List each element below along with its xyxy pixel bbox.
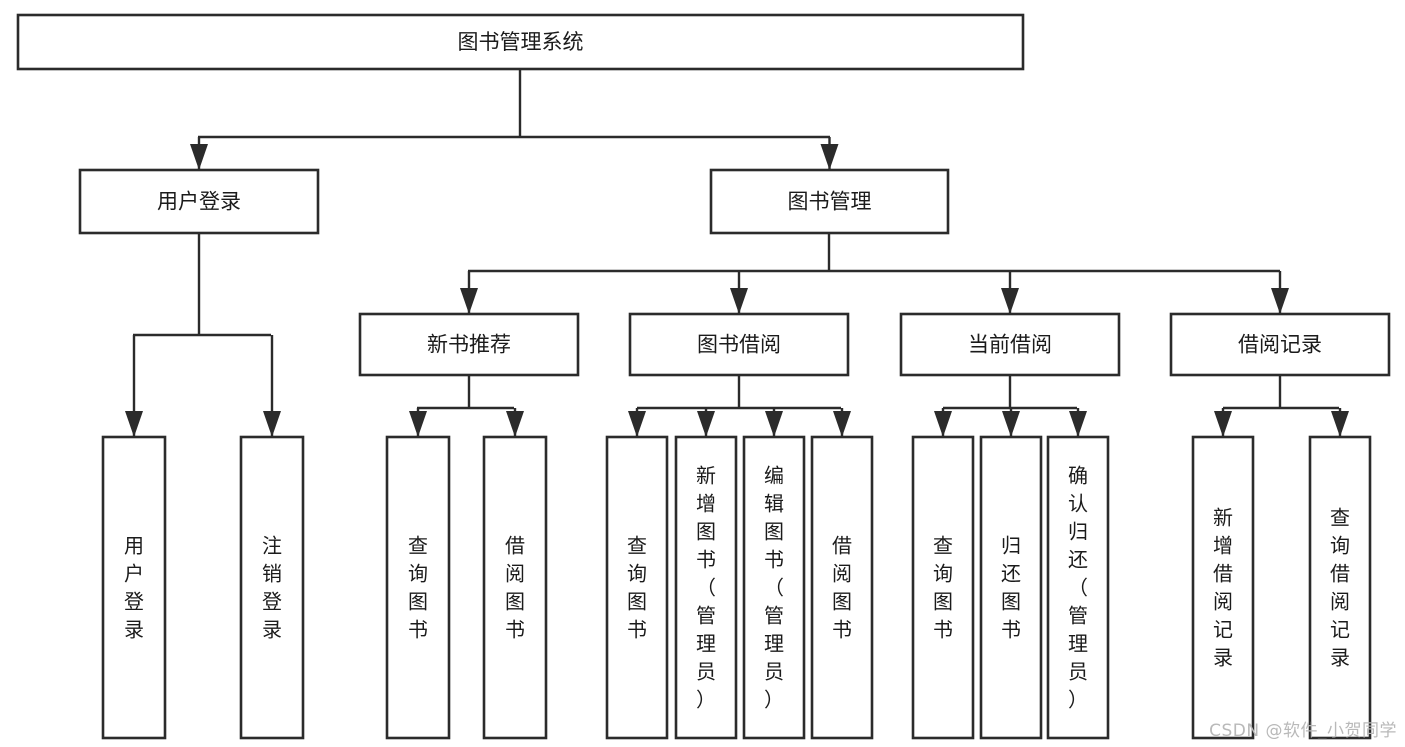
- node-label: 新增借阅记录: [1213, 505, 1233, 669]
- node-leaf-query-book-borrow[interactable]: 查询图书: [605, 435, 669, 740]
- node-box[interactable]: [742, 435, 806, 740]
- arrow-head-icon: [1002, 411, 1020, 437]
- arrow-head-icon: [506, 411, 524, 437]
- node-box[interactable]: [674, 435, 738, 740]
- node-label: 图书管理: [788, 190, 872, 214]
- arrow-head-icon: [833, 411, 851, 437]
- node-label: 确认归还（管理员）: [1068, 463, 1088, 711]
- node-label: 用户登录: [157, 190, 241, 214]
- node-box[interactable]: [239, 435, 305, 740]
- node-book-borrow[interactable]: 图书借阅: [628, 312, 850, 377]
- node-label: 归还图书: [1001, 533, 1021, 641]
- arrow-head-icon: [1214, 411, 1232, 437]
- node-label: 查询图书: [408, 533, 428, 641]
- node-box[interactable]: [605, 435, 669, 740]
- node-root[interactable]: 图书管理系统: [16, 13, 1025, 71]
- node-layer: 图书管理系统用户登录图书管理新书推荐图书借阅当前借阅借阅记录用户登录注销登录查询…: [16, 13, 1391, 740]
- node-box[interactable]: [78, 168, 320, 235]
- node-label: 借阅图书: [832, 533, 852, 641]
- node-leaf-edit-book-admin[interactable]: 编辑图书（管理员）: [742, 435, 806, 740]
- node-box[interactable]: [385, 435, 451, 740]
- node-leaf-query-book-recommend[interactable]: 查询图书: [385, 435, 451, 740]
- node-box[interactable]: [101, 435, 167, 740]
- node-box[interactable]: [16, 13, 1025, 71]
- connector-layer: [125, 69, 1349, 437]
- arrow-head-icon: [190, 144, 208, 170]
- arrow-head-icon: [628, 411, 646, 437]
- node-box[interactable]: [1191, 435, 1255, 740]
- node-label: 编辑图书（管理员）: [764, 463, 784, 711]
- node-label: 新书推荐: [427, 333, 511, 357]
- node-borrow-record[interactable]: 借阅记录: [1169, 312, 1391, 377]
- node-user-login[interactable]: 用户登录: [78, 168, 320, 235]
- node-book-management[interactable]: 图书管理: [709, 168, 950, 235]
- node-leaf-query-book-current[interactable]: 查询图书: [911, 435, 975, 740]
- node-label: 查询图书: [933, 533, 953, 641]
- node-new-book-recommend[interactable]: 新书推荐: [358, 312, 580, 377]
- arrow-head-icon: [1001, 288, 1019, 314]
- arrow-head-icon: [730, 288, 748, 314]
- node-label: 当前借阅: [968, 333, 1052, 357]
- arrow-head-icon: [934, 411, 952, 437]
- node-label: 图书管理系统: [458, 30, 584, 54]
- node-label: 用户登录: [124, 533, 144, 641]
- node-label: 新增图书（管理员）: [696, 463, 716, 711]
- node-leaf-return-book[interactable]: 归还图书: [979, 435, 1043, 740]
- node-box[interactable]: [1308, 435, 1372, 740]
- arrow-head-icon: [1331, 411, 1349, 437]
- arrow-head-icon: [460, 288, 478, 314]
- node-leaf-logout-login[interactable]: 注销登录: [239, 435, 305, 740]
- node-box[interactable]: [1169, 312, 1391, 377]
- node-leaf-borrow-book[interactable]: 借阅图书: [810, 435, 874, 740]
- node-label: 查询借阅记录: [1330, 505, 1350, 669]
- node-box[interactable]: [899, 312, 1121, 377]
- arrow-head-icon: [409, 411, 427, 437]
- node-label: 查询图书: [627, 533, 647, 641]
- node-leaf-borrow-book-recommend[interactable]: 借阅图书: [482, 435, 548, 740]
- node-leaf-query-borrow-record[interactable]: 查询借阅记录: [1308, 435, 1372, 740]
- arrow-head-icon: [1271, 288, 1289, 314]
- node-box[interactable]: [628, 312, 850, 377]
- node-box[interactable]: [1046, 435, 1110, 740]
- node-box[interactable]: [979, 435, 1043, 740]
- node-box[interactable]: [358, 312, 580, 377]
- node-box[interactable]: [709, 168, 950, 235]
- node-leaf-confirm-return-admin[interactable]: 确认归还（管理员）: [1046, 435, 1110, 740]
- node-leaf-add-borrow-record[interactable]: 新增借阅记录: [1191, 435, 1255, 740]
- arrow-head-icon: [125, 411, 143, 437]
- node-box[interactable]: [911, 435, 975, 740]
- node-label: 借阅图书: [505, 533, 525, 641]
- arrow-head-icon: [820, 144, 839, 170]
- node-box[interactable]: [810, 435, 874, 740]
- node-label: 图书借阅: [697, 333, 781, 357]
- watermark-text: CSDN @软件_小贺同学: [1209, 721, 1397, 741]
- node-label: 借阅记录: [1238, 333, 1322, 357]
- node-leaf-user-login[interactable]: 用户登录: [101, 435, 167, 740]
- node-label: 注销登录: [262, 533, 282, 641]
- arrow-head-icon: [765, 411, 783, 437]
- node-box[interactable]: [482, 435, 548, 740]
- arrow-head-icon: [1069, 411, 1087, 437]
- node-leaf-add-book-admin[interactable]: 新增图书（管理员）: [674, 435, 738, 740]
- arrow-head-icon: [263, 411, 281, 437]
- node-current-borrow[interactable]: 当前借阅: [899, 312, 1121, 377]
- arrow-head-icon: [697, 411, 715, 437]
